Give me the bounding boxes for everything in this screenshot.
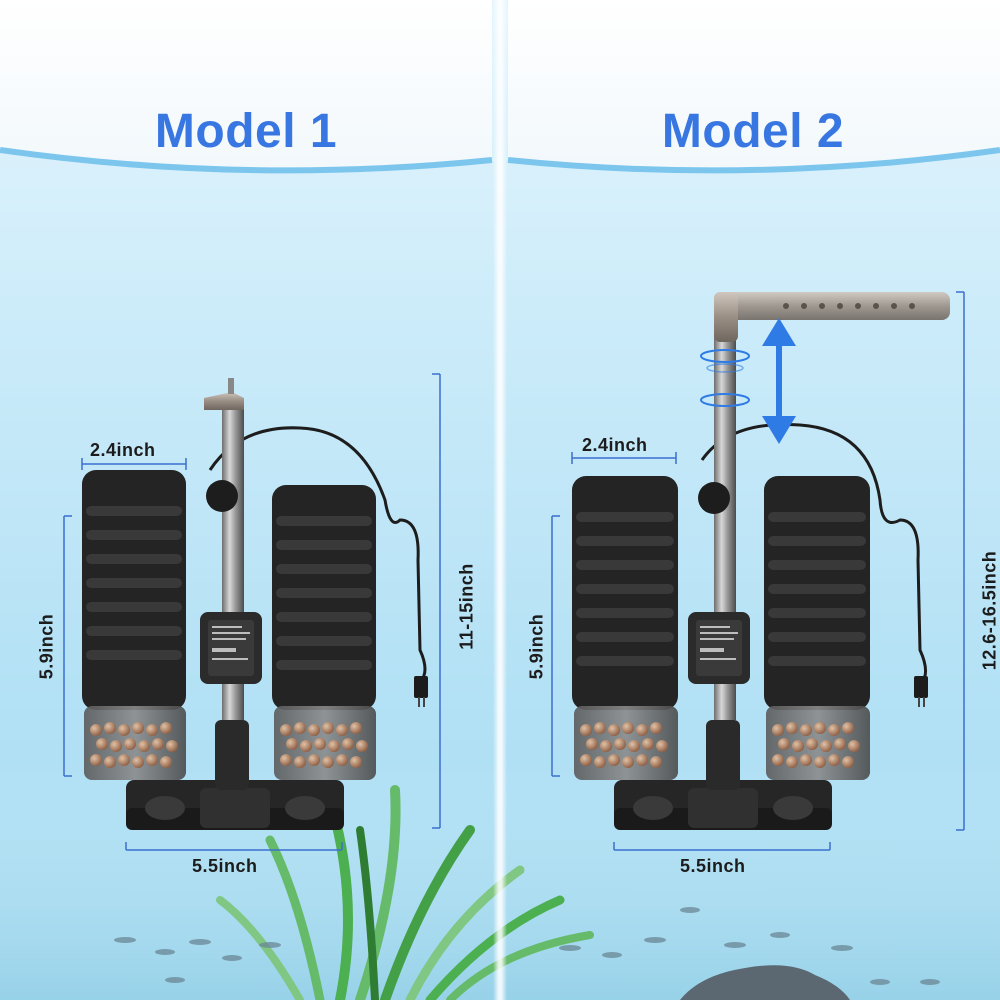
fish-school [114, 907, 940, 985]
plug-icon [914, 676, 928, 707]
top-cap-left [0, 0, 493, 174]
adjust-height-arrow-icon [762, 318, 796, 444]
model2-base-width-label: 5.5inch [680, 856, 746, 876]
model1-total-height-label: 11-15inch [456, 563, 477, 650]
model2-sponge-width-label: 2.4inch [582, 435, 648, 455]
aquarium-plant [216, 785, 594, 1000]
model1-title: Model 1 [154, 105, 338, 158]
model2-title: Model 2 [661, 105, 845, 158]
plug-icon [414, 676, 428, 707]
model1-filter [82, 378, 428, 830]
panel-divider [493, 0, 507, 1000]
top-cap-right [507, 0, 1000, 174]
model2-dimension-lines [551, 291, 965, 851]
model1-sponge-height-label: 5.9inch [36, 613, 57, 680]
rock [680, 965, 850, 1000]
model2-sponge-height-label: 5.9inch [526, 613, 547, 680]
model1-base-width-label: 5.5inch [192, 856, 258, 876]
model2-filter [572, 292, 950, 830]
model2-total-height-label: 12.6-16.5inch [979, 550, 1000, 671]
model1-sponge-width-label: 2.4inch [90, 440, 156, 460]
model1-dimension-lines [63, 373, 441, 851]
